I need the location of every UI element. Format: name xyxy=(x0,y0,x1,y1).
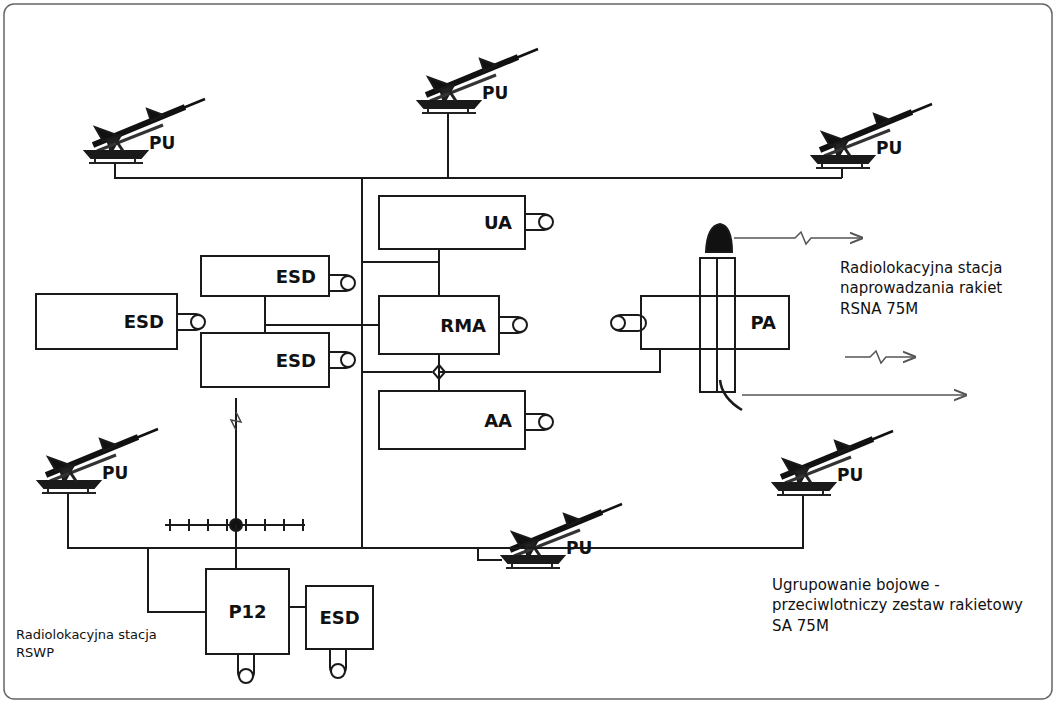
launcher-label-box: PU xyxy=(149,133,175,153)
station-caption-box: Radiolokacyjna stacja naprowadzania raki… xyxy=(840,258,1035,319)
generator-box: ESD xyxy=(200,255,330,297)
cable-connector xyxy=(438,355,440,390)
radar-box: PA xyxy=(640,295,790,350)
box-label: RMA xyxy=(440,315,486,336)
launcher-label: PU xyxy=(876,138,902,158)
generator-box: ESD xyxy=(35,293,178,350)
diagram-caption-box: Ugrupowanie bojowe - przeciwlotniczy zes… xyxy=(772,575,1042,636)
launcher-label: PU xyxy=(566,538,592,558)
box-label: P12 xyxy=(228,601,266,622)
antenna-tick xyxy=(169,519,171,531)
launcher-label: PU xyxy=(837,465,863,485)
generator-box: ESD xyxy=(305,585,374,650)
launcher-label-box: PU xyxy=(566,538,592,558)
cable-connector xyxy=(265,297,378,325)
vehicle-box: UA xyxy=(378,195,526,250)
diagram-caption: Ugrupowanie bojowe - przeciwlotniczy zes… xyxy=(772,576,1023,635)
station-caption: Radiolokacyjna stacja naprowadzania raki… xyxy=(840,259,1002,318)
antenna-tick xyxy=(264,519,266,531)
box-label: ESD xyxy=(276,350,316,371)
antenna-tick xyxy=(188,519,190,531)
vehicle-box: AA xyxy=(378,390,526,450)
radar-box: P12 xyxy=(205,568,290,655)
station-caption-box: Radiolokacyjna stacja RSWP xyxy=(16,626,166,661)
launcher-label-box: PU xyxy=(876,138,902,158)
antenna-tick xyxy=(245,519,247,531)
box-label: PA xyxy=(751,312,776,333)
antenna-tick xyxy=(283,519,285,531)
vehicle-box: RMA xyxy=(378,295,500,355)
launcher-label-box: PU xyxy=(837,465,863,485)
box-label: UA xyxy=(484,212,512,233)
box-label: ESD xyxy=(319,607,359,628)
launcher-label: PU xyxy=(102,463,128,483)
box-label: ESD xyxy=(124,311,164,332)
generator-box: ESD xyxy=(200,332,330,388)
launcher-label-box: PU xyxy=(482,83,508,103)
antenna-tick xyxy=(226,519,228,531)
cable-connector xyxy=(438,250,440,295)
station-caption: Radiolokacyjna stacja RSWP xyxy=(16,627,157,660)
cable-connector xyxy=(290,606,305,608)
launcher-label: PU xyxy=(482,83,508,103)
box-label: ESD xyxy=(276,266,316,287)
launcher-label: PU xyxy=(149,133,175,153)
antenna-tick xyxy=(207,519,209,531)
launcher-label-box: PU xyxy=(102,463,128,483)
box-label: AA xyxy=(484,410,512,431)
cable-connector xyxy=(265,325,378,332)
antenna-tick xyxy=(302,519,304,531)
